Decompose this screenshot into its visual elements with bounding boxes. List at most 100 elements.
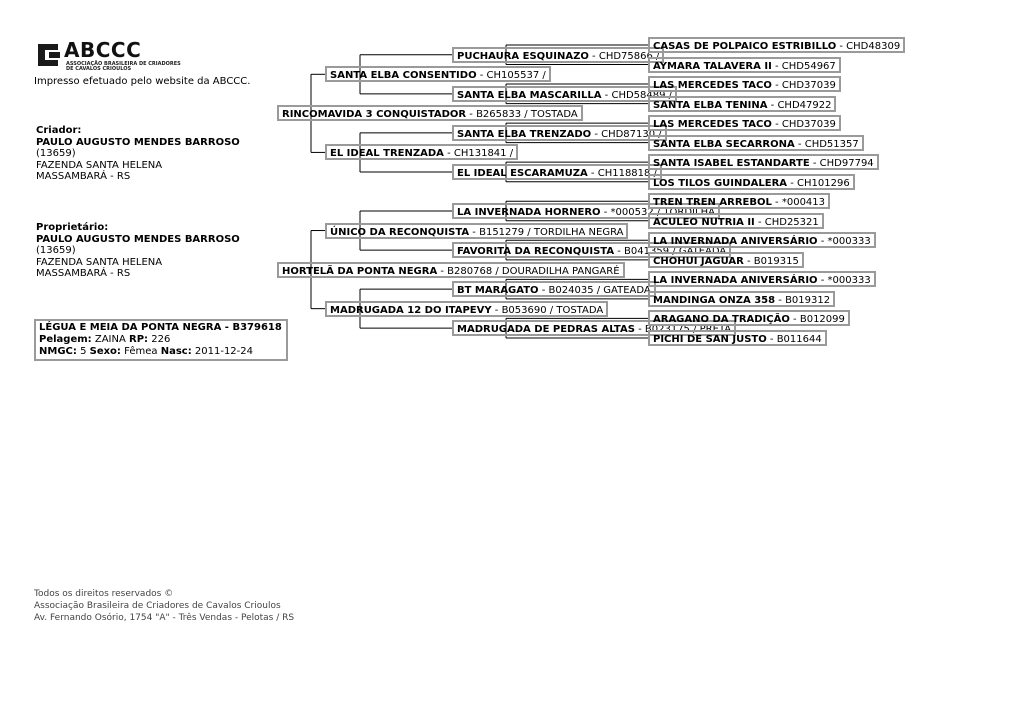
pedigree-node-name: MADRUGADA 12 DO ITAPEVY [330, 304, 492, 316]
pedigree-node-info: - *000413 [771, 197, 826, 209]
pedigree-node-info: - CHD97794 [809, 158, 874, 170]
breeder-label: Criador: [36, 125, 82, 136]
pedigree-node-info: - *000333 [817, 275, 871, 287]
pedigree-node-info: - CH105537 / [476, 70, 546, 82]
pedigree-node-info: - CHD37039 [771, 119, 836, 131]
pedigree-node-g3-0: PUCHAURA ESQUINAZO - CHD75866 / [452, 46, 665, 63]
animal-info-box: LÉGUA E MEIA DA PONTA NEGRA - B379618 Pe… [34, 319, 288, 361]
owner-code: (13659) [36, 245, 76, 256]
pedigree-node-name: LAS MERCEDES TACO [653, 119, 772, 131]
pedigree-node-g4-13: MANDINGA ONZA 358 - B019312 [648, 290, 836, 307]
breeder-name: PAULO AUGUSTO MENDES BARROSO [36, 136, 240, 148]
pedigree-node-info: - B019315 [743, 255, 799, 267]
pedigree-node-name: SANTA ELBA TRENZADO [457, 128, 592, 140]
pedigree-node-name: CHOHUI JAGUAR [653, 255, 744, 267]
pedigree-node-info: - CH118818 / [587, 167, 657, 179]
pedigree-node-g4-12: LA INVERNADA ANIVERSÁRIO - *000333 [648, 271, 876, 288]
breeder-farm: FAZENDA SANTA HELENA [36, 159, 163, 171]
pedigree-node-name: LA INVERNADA ANIVERSÁRIO [653, 275, 818, 287]
pedigree-node-info: - CHD48309 [836, 41, 901, 52]
pedigree-node-name: PICHI DE SAN JUSTO [653, 333, 767, 345]
animal-name: LÉGUA E MEIA DA PONTA NEGRA [39, 322, 222, 333]
pedigree-node-g4-6: SANTA ISABEL ESTANDARTE - CHD97794 [648, 154, 879, 171]
pedigree-node-g3-6: BT MARAGATO - B024035 / GATEADA [452, 281, 656, 298]
nmgc-label: NMGC: [39, 346, 77, 357]
pedigree-node-g4-4: LAS MERCEDES TACO - CHD37039 [648, 115, 841, 132]
pedigree-node-g3-1: SANTA ELBA MASCARILLA - CHD58489 / [452, 85, 678, 102]
pedigree-node-info: - CHD37039 [771, 80, 836, 92]
pedigree-node-name: SANTA ISABEL ESTANDARTE [653, 158, 810, 170]
pedigree-node-info: - B024035 / GATEADA [538, 285, 651, 297]
pedigree-node-g4-15: PICHI DE SAN JUSTO - B011644 [648, 329, 827, 346]
pedigree-node-info: - CHD75866 / [588, 50, 660, 62]
pedigree-node-name: SANTA ELBA TENINA [653, 99, 768, 111]
owner-farm: FAZENDA SANTA HELENA [36, 256, 163, 268]
pedigree-node-g4-8: TREN TREN ARREBOL - *000413 [648, 193, 831, 210]
pedigree-node-g4-2: LAS MERCEDES TACO - CHD37039 [648, 76, 841, 93]
pedigree-node-name: FAVORITA DA RECONQUISTA [457, 246, 615, 258]
pedigree-node-info: - CHD54967 [771, 60, 836, 72]
pedigree-node-g3-2: SANTA ELBA TRENZADO - CHD87130 / [452, 124, 667, 141]
pedigree-node-name: EL IDEAL ESCARAMUZA [457, 167, 588, 179]
pedigree-node-info: - B011644 [766, 333, 822, 345]
pedigree-node-g4-10: LA INVERNADA ANIVERSÁRIO - *000333 [648, 232, 876, 249]
pedigree-node-name: PUCHAURA ESQUINAZO [457, 50, 589, 62]
pedigree-node-g4-3: SANTA ELBA TENINA - CHD47922 [648, 95, 837, 112]
nasc-label: Nasc: [160, 346, 192, 357]
pedigree-node-name: BT MARAGATO [457, 285, 539, 297]
pedigree-node-g2-0: SANTA ELBA CONSENTIDO - CH105537 / [325, 66, 551, 83]
pelagem-value: ZAINA [94, 334, 126, 345]
pedigree-node-g1-1: HORTELÃ DA PONTA NEGRA - B280768 / DOURA… [277, 261, 625, 278]
owner-name: PAULO AUGUSTO MENDES BARROSO [36, 233, 240, 245]
pedigree-node-info: - CH101296 [787, 177, 850, 189]
pedigree-node-name: AYMARA TALAVERA II [653, 60, 772, 72]
logo-subtitle: ASSOCIAÇÃO BRASILEIRA DE CRIADORES DE CA… [66, 61, 181, 72]
pedigree-node-info: - *000333 [817, 236, 871, 248]
pedigree-node-info: - B012099 [789, 314, 845, 326]
animal-register: B379618 [232, 322, 282, 333]
pedigree-node-info: - B023175 / PRETA [634, 324, 732, 336]
owner-block: Proprietário: PAULO AUGUSTO MENDES BARRO… [36, 222, 240, 280]
nasc-value: 2011-12-24 [194, 346, 254, 357]
pedigree-node-name: ÚNICO DA RECONQUISTA [330, 226, 470, 238]
pedigree-node-info: - B151279 / TORDILHA NEGRA [469, 226, 624, 238]
pedigree-node-g2-2: ÚNICO DA RECONQUISTA - B151279 / TORDILH… [325, 222, 629, 239]
pedigree-node-name: ARAGANO DA TRADIÇÃO [653, 314, 790, 326]
pedigree-node-g3-3: EL IDEAL ESCARAMUZA - CH118818 / [452, 163, 662, 180]
rp-label: RP: [129, 334, 149, 345]
logo-name: ABCCC [64, 38, 142, 62]
pedigree-node-name: LA INVERNADA ANIVERSÁRIO [653, 236, 818, 248]
pedigree-node-g1-0: RINCOMAVIDA 3 CONQUISTADOR - B265833 / T… [277, 105, 583, 122]
owner-city: MASSAMBARÁ - RS [36, 268, 131, 279]
pedigree-node-info: - B053690 / TOSTADA [491, 304, 604, 316]
sexo-value: Fêmea [124, 346, 158, 357]
pedigree-node-name: HORTELÃ DA PONTA NEGRA [282, 265, 438, 277]
pedigree-node-name: MADRUGADA DE PEDRAS ALTAS [457, 324, 635, 336]
pedigree-node-g4-7: LOS TILOS GUINDALERA - CH101296 [648, 173, 855, 190]
pedigree-node-info: - B265833 / TOSTADA [466, 109, 578, 121]
pedigree-node-info: - B041359 / GATEADA [614, 246, 727, 258]
pedigree-node-name: LAS MERCEDES TACO [653, 80, 772, 92]
pedigree-node-info: - CHD58489 / [601, 89, 673, 101]
pedigree-node-info: - *000532 / TORDILHA [600, 207, 715, 218]
pedigree-node-info: - CHD87130 / [591, 128, 662, 140]
pedigree-node-g3-4: LA INVERNADA HORNERO - *000532 / TORDILH… [452, 203, 720, 219]
pedigree-node-g4-14: ARAGANO DA TRADIÇÃO - B012099 [648, 310, 850, 327]
pedigree-node-name: ACULEO NUTRIA II [653, 216, 755, 228]
site-note: Impresso efetuado pelo website da ABCCC. [34, 76, 251, 87]
pedigree-node-name: SANTA ELBA CONSENTIDO [330, 70, 477, 82]
pedigree-node-name: RINCOMAVIDA 3 CONQUISTADOR [282, 109, 467, 121]
pedigree-node-name: EL IDEAL TRENZADA [330, 148, 444, 160]
rp-value: 226 [151, 334, 171, 345]
pedigree-node-name: SANTA ELBA SECARRONA [653, 138, 795, 150]
pedigree-node-g4-1: AYMARA TALAVERA II - CHD54967 [648, 56, 841, 73]
pedigree-node-g3-5: FAVORITA DA RECONQUISTA - B041359 / GATE… [452, 242, 732, 259]
footer-address: Av. Fernando Osório, 1754 "A" - Três Ven… [34, 613, 295, 623]
nmgc-value: 5 [80, 346, 87, 357]
pedigree-node-g4-5: SANTA ELBA SECARRONA - CHD51357 [648, 134, 864, 151]
footer-copyright: Todos os direitos reservados © [34, 589, 174, 599]
pedigree-node-info: - B019312 [775, 294, 831, 306]
pedigree-node-info: - CHD47922 [767, 99, 832, 111]
breeder-city: MASSAMBARÁ - RS [36, 171, 131, 182]
pedigree-node-g2-3: MADRUGADA 12 DO ITAPEVY - B053690 / TOST… [325, 300, 609, 317]
